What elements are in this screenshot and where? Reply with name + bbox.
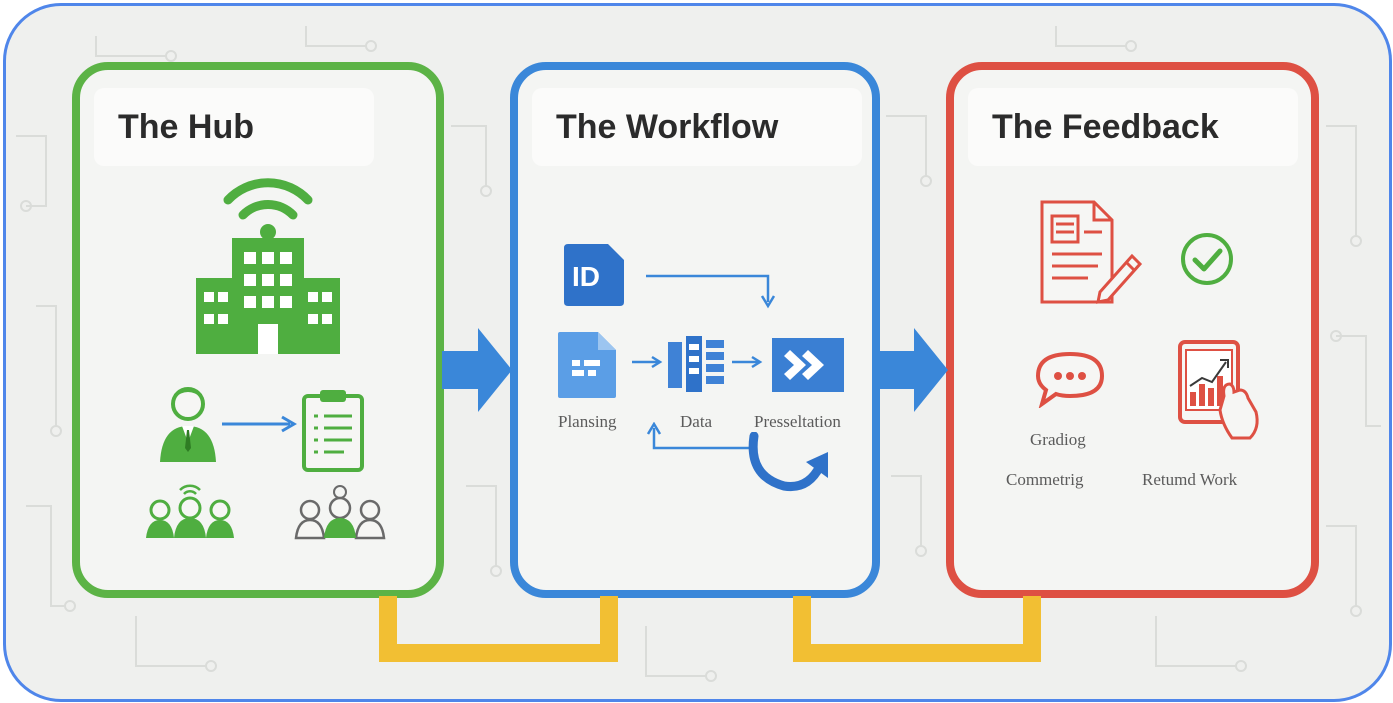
graded-document-icon <box>1040 200 1143 304</box>
workflow-label-data: Data <box>680 412 713 431</box>
workflow-title-box: The Workflow <box>532 88 862 166</box>
hub-panel: The Hub <box>72 62 444 598</box>
planning-doc-icon <box>558 332 616 398</box>
id-badge-text: ID <box>572 261 600 292</box>
student-group-icon <box>146 484 234 538</box>
workflow-panel: The Workflow ID <box>510 62 880 598</box>
feedback-label-returned-work: Retumd Work <box>1142 470 1238 489</box>
data-table-icon <box>666 334 724 394</box>
arrow-connector <box>732 355 763 369</box>
arrow-connector <box>646 422 752 450</box>
clipboard-icon <box>302 390 364 472</box>
workflow-label-planning: Plansing <box>558 412 617 431</box>
circuit-background <box>16 26 1381 682</box>
workflow-title: The Workflow <box>556 108 779 146</box>
cycle-arrow-icon <box>748 432 828 492</box>
feedback-panel: The Feedback <box>946 62 1319 598</box>
arrow-connector <box>222 415 297 433</box>
arrow-connector <box>646 274 776 309</box>
feedback-title-box: The Feedback <box>968 88 1298 166</box>
hub-title-box: The Hub <box>94 88 374 166</box>
hub-title: The Hub <box>118 108 254 146</box>
feedback-label-grading: Gradiog <box>1030 430 1086 449</box>
workflow-label-presentation: Presseltation <box>754 412 841 431</box>
id-document-icon: ID <box>564 244 624 306</box>
checkmark-circle-icon <box>1181 233 1233 285</box>
student-group-icon <box>294 485 386 540</box>
arrow-connector <box>632 355 663 369</box>
diagram-frame: The Hub <box>3 3 1392 702</box>
presentation-icon <box>772 338 844 392</box>
feedback-label-commenting: Commetrig <box>1006 470 1084 489</box>
feedback-title: The Feedback <box>992 108 1219 146</box>
wifi-icon <box>223 178 313 240</box>
school-building-icon <box>196 238 340 354</box>
comment-bubble-icon <box>1035 351 1105 408</box>
teacher-icon <box>160 387 216 462</box>
tablet-chart-icon <box>1178 340 1259 440</box>
